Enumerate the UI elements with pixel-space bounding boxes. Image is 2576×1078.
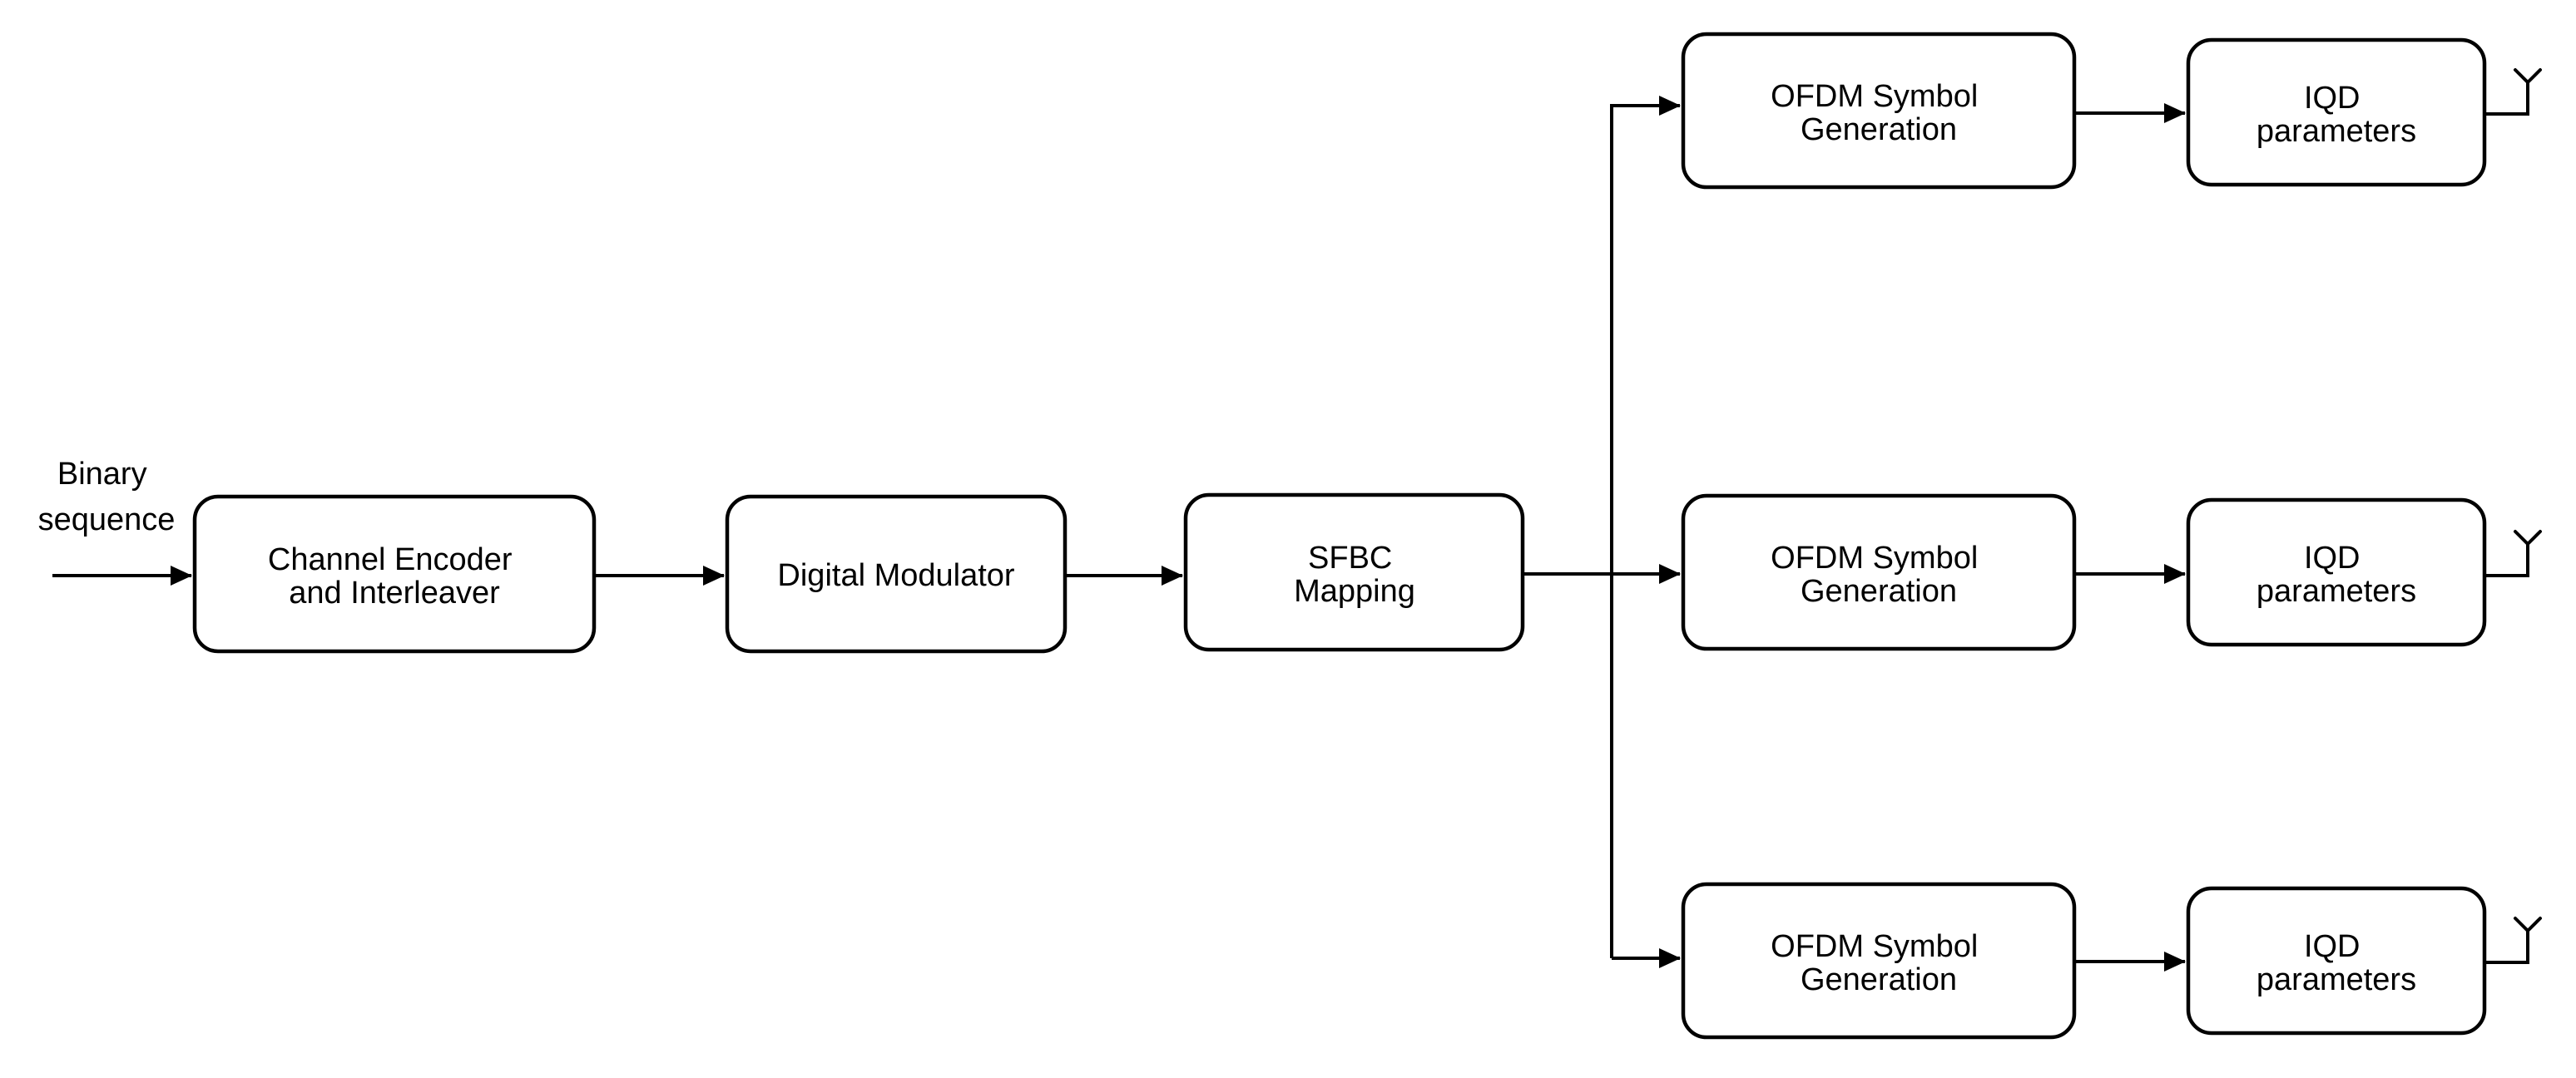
input-label: Binary sequence: [38, 457, 176, 537]
block-channel-encoder: Channel Encoder and Interleaver: [192, 494, 597, 654]
block-ofdm-middle-box: [1681, 493, 2077, 651]
block-channel-encoder-label-line-1: Channel Encoder: [268, 542, 513, 577]
block-ofdm-bottom-label-line-2: Generation: [1801, 962, 1957, 997]
block-ofdm-middle-label: OFDM Symbol Generation: [1771, 541, 1987, 609]
block-iqd-middle-label-line-1: IQD: [2304, 541, 2361, 576]
block-sfbc-mapping-label-line-2: Mapping: [1294, 574, 1415, 609]
block-ofdm-symbol-generation-bottom: OFDM Symbol Generation: [1681, 882, 2077, 1040]
block-iqd-parameters-middle: IQD parameters: [2186, 497, 2487, 647]
block-sfbc-mapping-label: SFBC Mapping: [1294, 541, 1415, 609]
antenna-icon: [2483, 917, 2542, 964]
connector-branch-vertical-and-top-arrow: [1610, 96, 1681, 958]
block-ofdm-top-label: OFDM Symbol Generation: [1771, 79, 1987, 147]
block-ofdm-middle-label-line-2: Generation: [1801, 574, 1957, 609]
block-iqd-middle-label-line-2: parameters: [2256, 574, 2416, 609]
block-iqd-parameters-top: IQD parameters: [2186, 37, 2487, 187]
block-ofdm-top-label-line-1: OFDM Symbol: [1771, 79, 1978, 114]
block-digital-modulator-label: Digital Modulator: [777, 558, 1014, 593]
block-iqd-middle-label: IQD parameters: [2256, 541, 2416, 609]
block-ofdm-top-label-line-2: Generation: [1801, 112, 1957, 147]
block-iqd-top-label: IQD parameters: [2256, 81, 2416, 149]
block-iqd-top-label-line-1: IQD: [2304, 81, 2361, 116]
input-label-line-2: sequence: [38, 502, 176, 537]
block-ofdm-middle-label-line-1: OFDM Symbol: [1771, 541, 1978, 576]
block-ofdm-symbol-generation-top: OFDM Symbol Generation: [1681, 32, 2077, 190]
block-iqd-bottom-label: IQD parameters: [2256, 929, 2416, 997]
block-ofdm-bottom-box: [1681, 882, 2077, 1040]
block-sfbc-mapping: SFBC Mapping: [1183, 492, 1525, 652]
block-iqd-bottom-label-line-2: parameters: [2256, 962, 2416, 997]
block-iqd-top-label-line-2: parameters: [2256, 114, 2416, 149]
block-channel-encoder-label: Channel Encoder and Interleaver: [268, 542, 521, 611]
input-label-line-1: Binary: [57, 457, 147, 492]
block-ofdm-top-box: [1681, 32, 2077, 190]
block-digital-modulator: Digital Modulator: [725, 494, 1068, 654]
block-ofdm-bottom-label-line-1: OFDM Symbol: [1771, 929, 1978, 964]
antenna-icon: [2483, 68, 2542, 116]
block-sfbc-mapping-label-line-1: SFBC: [1308, 541, 1392, 576]
block-iqd-parameters-bottom: IQD parameters: [2186, 886, 2487, 1036]
block-iqd-middle-box: [2186, 497, 2487, 647]
block-sfbc-mapping-box: [1183, 492, 1525, 652]
block-channel-encoder-box: [192, 494, 597, 654]
block-channel-encoder-label-line-2: and Interleaver: [289, 576, 500, 611]
block-iqd-bottom-label-line-1: IQD: [2304, 929, 2361, 964]
block-digital-modulator-box: [725, 494, 1068, 654]
block-digital-modulator-label-line-1: Digital Modulator: [777, 558, 1014, 593]
antenna-icon: [2483, 530, 2542, 577]
block-ofdm-symbol-generation-middle: OFDM Symbol Generation: [1681, 493, 2077, 651]
block-ofdm-bottom-label: OFDM Symbol Generation: [1771, 929, 1987, 997]
